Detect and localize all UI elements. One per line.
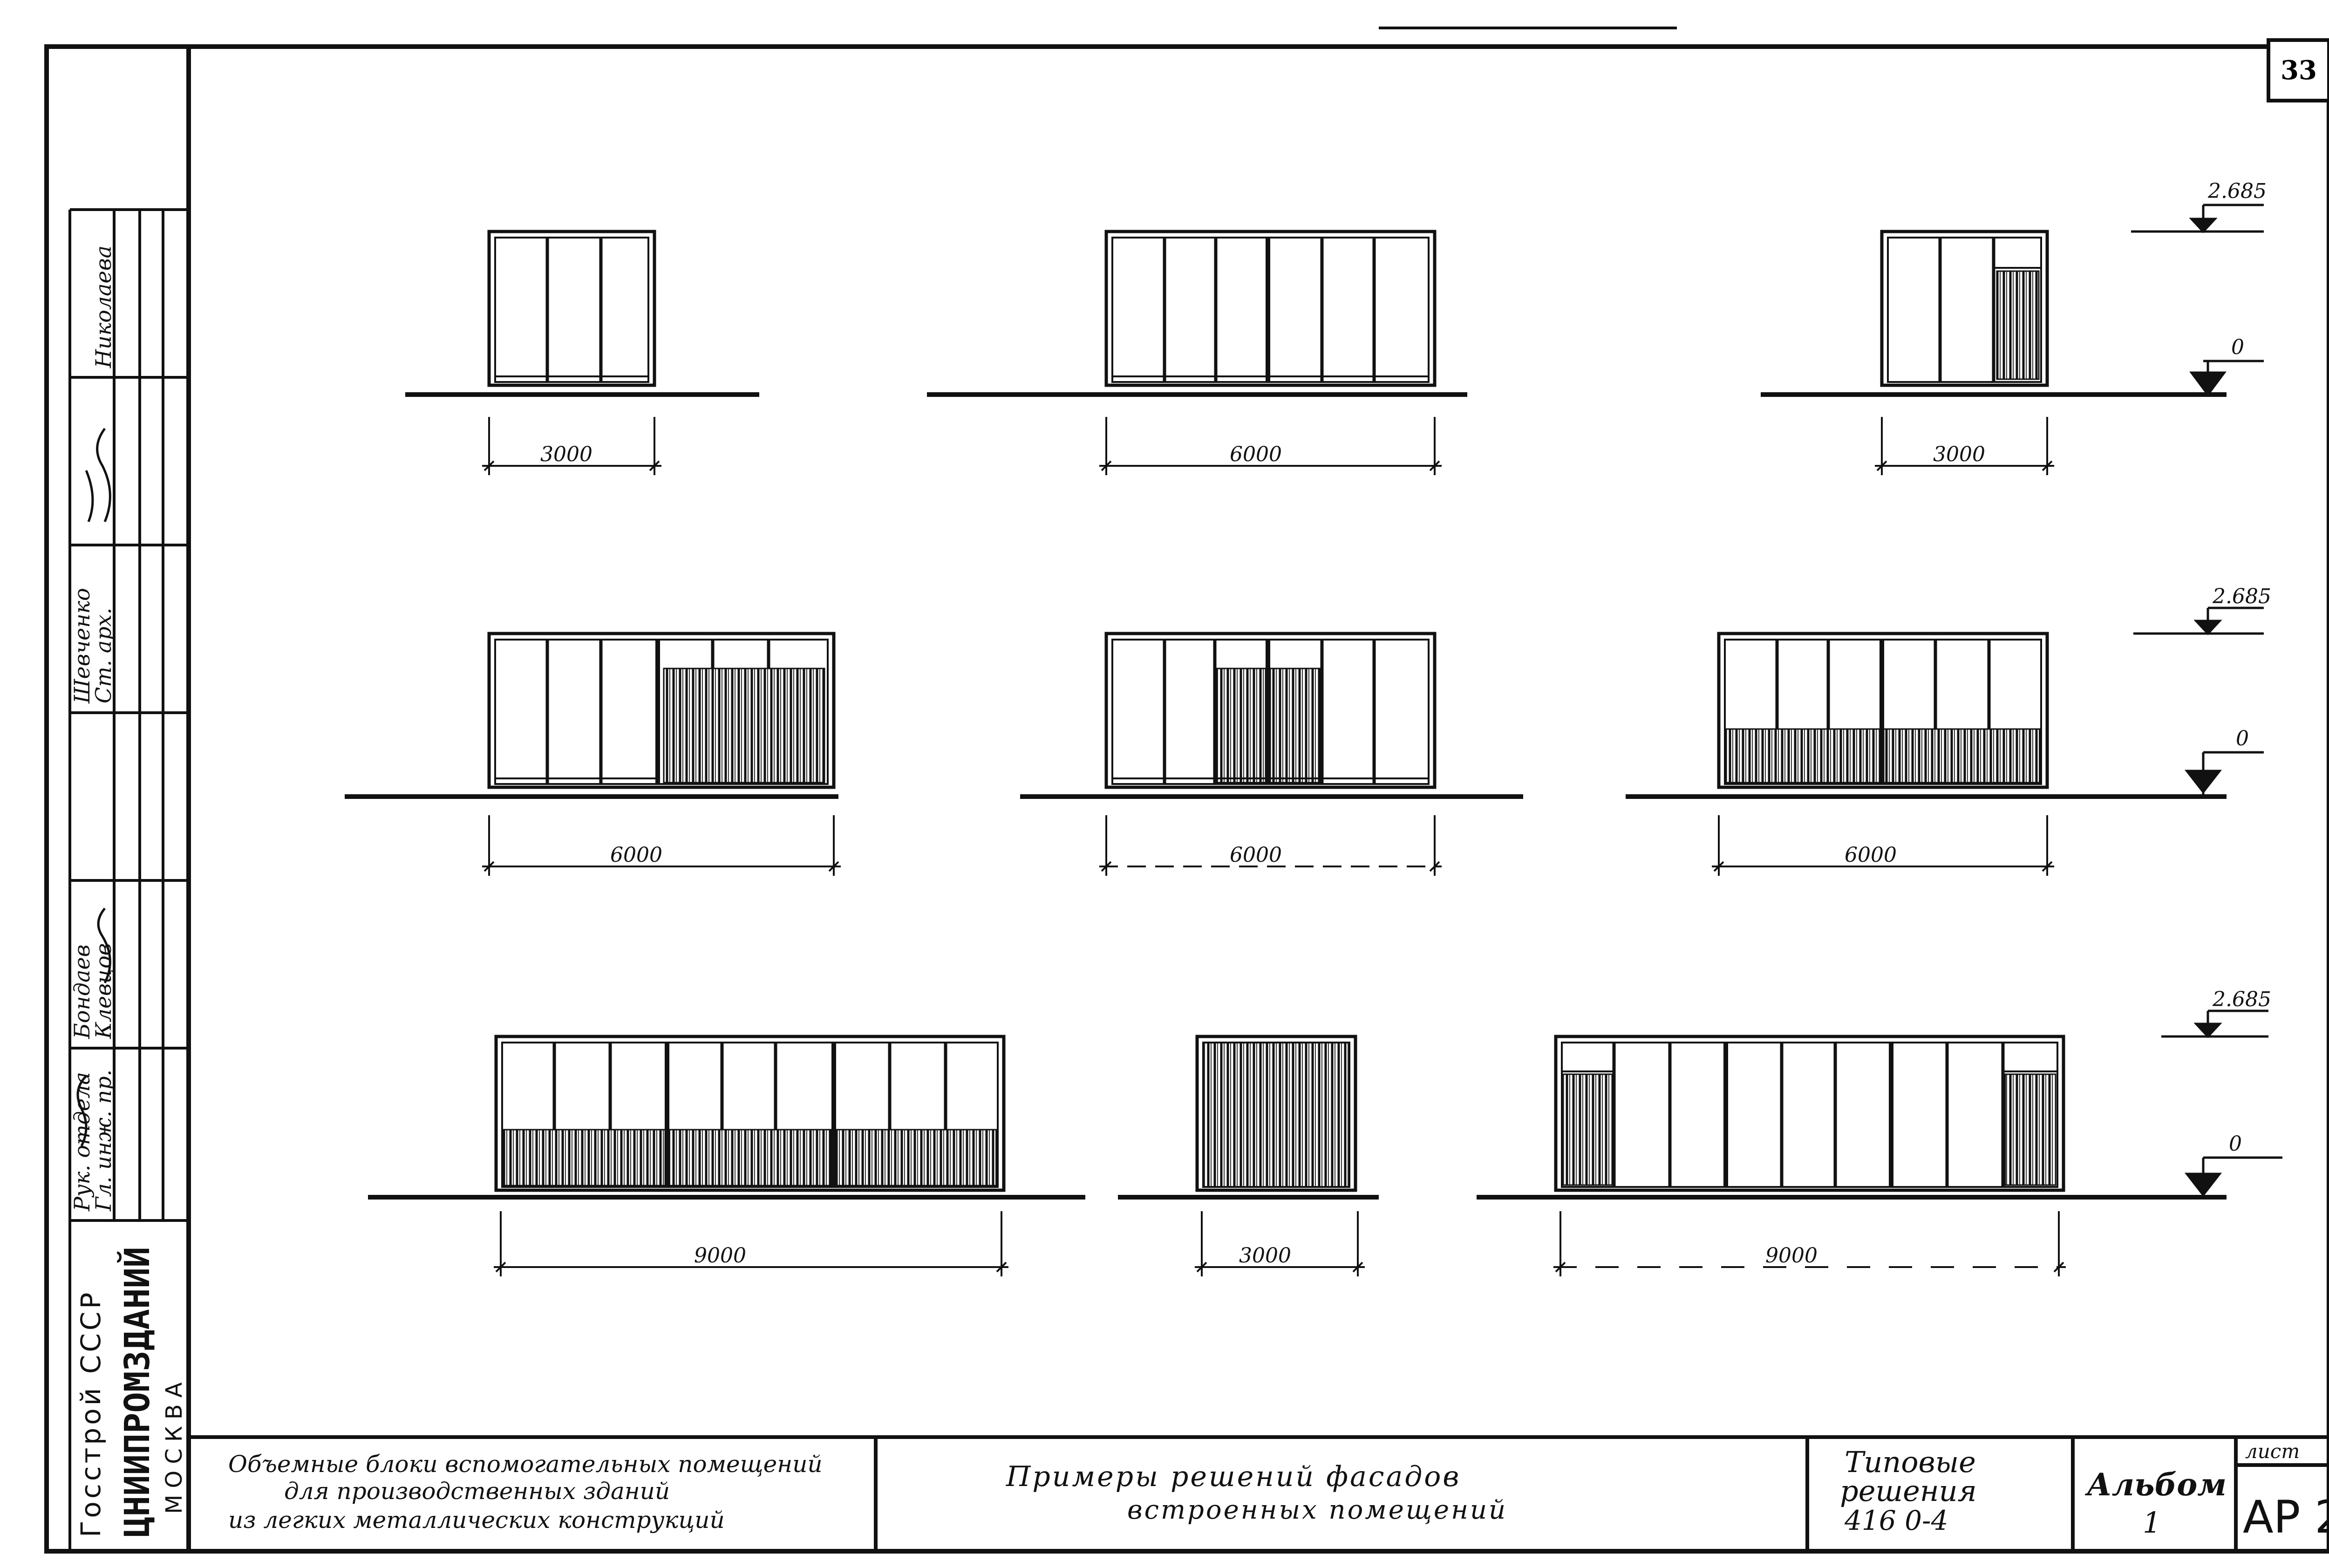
page-number-box: 33 bbox=[2267, 38, 2329, 102]
row-3 bbox=[368, 1009, 2282, 1276]
side-stamp-texts: Рук. отдела Гл. инж. пр. Бондаев Клевцов… bbox=[69, 245, 116, 1212]
dims-r1 bbox=[482, 417, 2054, 475]
org-city: МОСКВА bbox=[161, 1376, 187, 1514]
org-institute: ЦНИИПРОМЗДАНИЙ bbox=[116, 1247, 157, 1537]
facade-r3-a bbox=[494, 1035, 1006, 1192]
dim-r1-b: 6000 bbox=[1230, 443, 1282, 466]
series-line1: Типовые bbox=[1845, 1445, 1976, 1479]
title-center-line2: встроенных помещений bbox=[1127, 1495, 1507, 1525]
level-top-r1: 2.685 bbox=[2207, 179, 2267, 203]
level-ground-r2: 0 bbox=[2236, 727, 2249, 750]
facade-r3-b bbox=[1195, 1035, 1357, 1192]
title-left-line3: из легких металлических конструкций bbox=[228, 1507, 725, 1534]
level-top-r2: 2.685 bbox=[2212, 585, 2271, 608]
title-block bbox=[189, 1435, 2329, 1551]
stamp-name-6: Николаева bbox=[91, 245, 116, 368]
row-1-texts: 3000 6000 3000 2.685 0 bbox=[540, 179, 2267, 466]
facade-r2-a bbox=[487, 632, 836, 789]
row-2 bbox=[345, 607, 2264, 876]
level-ground-r3: 0 bbox=[2229, 1132, 2242, 1156]
dim-r1-c: 3000 bbox=[1933, 443, 1985, 466]
row-3-texts: 9000 3000 9000 2.685 0 bbox=[694, 988, 2271, 1268]
dims-r2 bbox=[482, 815, 2054, 876]
row-1 bbox=[405, 204, 2264, 475]
dim-r1-a: 3000 bbox=[540, 443, 592, 466]
facade-r2-b bbox=[1104, 632, 1437, 789]
sheet-code: АР 24 bbox=[2243, 1491, 2329, 1543]
side-stamp bbox=[68, 208, 189, 1551]
stamp-name-3: Бондаев bbox=[69, 945, 95, 1039]
dim-r2-a: 6000 bbox=[610, 843, 662, 867]
sheet-label: лист bbox=[2245, 1440, 2300, 1463]
title-left-line1: Объемные блоки вспомогательных помещений bbox=[228, 1451, 823, 1478]
row-2-texts: 6000 6000 6000 2.685 0 bbox=[610, 585, 2271, 867]
org-block: Госстрой СССР ЦНИИПРОМЗДАНИЙ МОСКВА bbox=[75, 1247, 187, 1537]
dim-r2-c: 6000 bbox=[1845, 843, 1897, 867]
stamp-name-4: Клевцов bbox=[91, 943, 116, 1039]
album-label: Альбом bbox=[2085, 1466, 2227, 1503]
outer-frame bbox=[44, 44, 2329, 1554]
levels-r2 bbox=[2133, 607, 2264, 797]
stamp-role-2: Гл. инж. пр. bbox=[91, 1070, 116, 1212]
dim-r3-a: 9000 bbox=[694, 1244, 746, 1268]
signatures bbox=[76, 428, 111, 1147]
levels-r1 bbox=[2131, 204, 2264, 397]
dim-r2-b: 6000 bbox=[1230, 843, 1282, 867]
org-ministry: Госстрой СССР bbox=[75, 1290, 107, 1537]
title-center-line1: Примеры решений фасадов bbox=[1006, 1460, 1461, 1493]
stamp-role-5: Ст. арх. bbox=[91, 608, 116, 704]
level-top-r3: 2.685 bbox=[2212, 988, 2271, 1011]
album-number: 1 bbox=[2143, 1506, 2161, 1540]
stamp-role-1: Рук. отдела bbox=[69, 1072, 95, 1212]
levels-r3 bbox=[2161, 1009, 2282, 1197]
facade-r3-c bbox=[1554, 1035, 2065, 1192]
title-left-line2: для производственных зданий bbox=[284, 1478, 670, 1505]
page-number: 33 bbox=[2281, 55, 2317, 86]
dim-r3-c: 9000 bbox=[1765, 1244, 1818, 1268]
series-line2: решения bbox=[1840, 1474, 1977, 1508]
stamp-name-5: Шевченко bbox=[69, 588, 95, 704]
facade-r1-c bbox=[1880, 230, 2049, 387]
facade-r1-b bbox=[1104, 230, 1437, 387]
series-line3: 416 0-4 bbox=[1844, 1505, 1948, 1536]
facade-r2-c bbox=[1717, 632, 2049, 789]
level-ground-r1: 0 bbox=[2231, 335, 2244, 359]
dim-r3-b: 3000 bbox=[1239, 1244, 1291, 1268]
dims-r3 bbox=[494, 1211, 2066, 1276]
title-block-texts: Объемные блоки вспомогательных помещений… bbox=[228, 1440, 2329, 1543]
facade-r1-a bbox=[487, 230, 656, 387]
